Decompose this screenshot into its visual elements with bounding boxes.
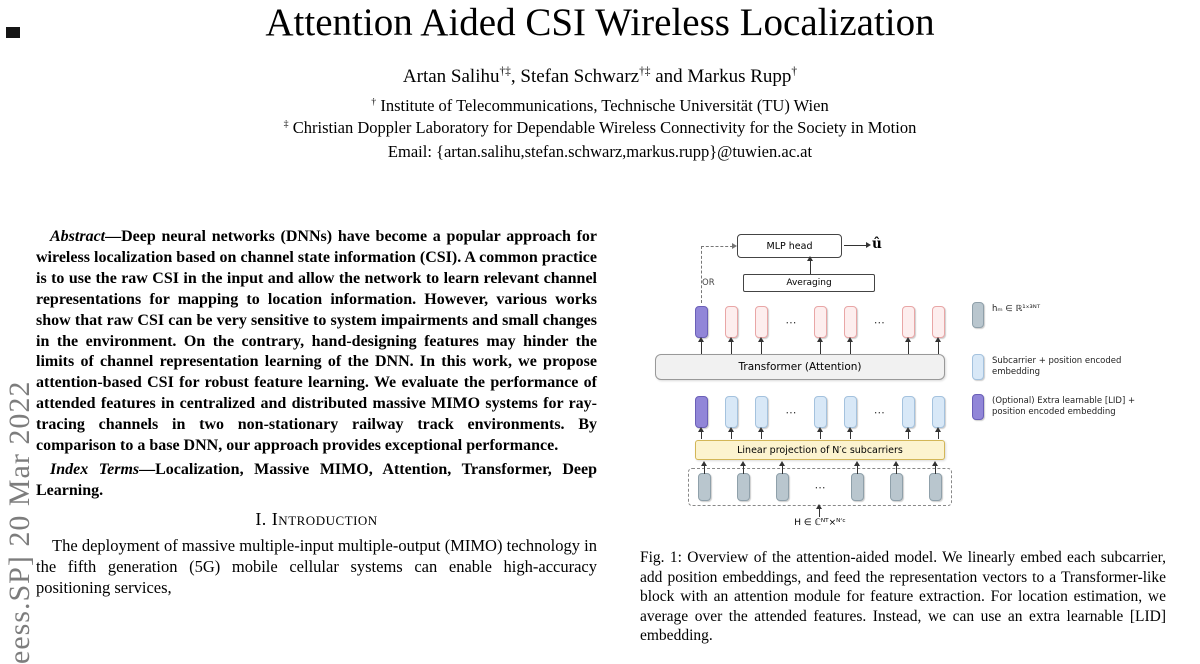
raw-token xyxy=(775,461,789,501)
email-line: Email: {artan.salihu,stefan.schwarz,mark… xyxy=(387,142,813,161)
out-token xyxy=(843,306,857,355)
averaging-box: Averaging xyxy=(743,274,875,292)
raw-token xyxy=(928,461,942,501)
author-affiliation-marker: ‡ xyxy=(283,118,289,130)
index-terms-lead: Index Terms xyxy=(50,460,140,478)
index-terms-text: —Localization, Massive MIMO, Attention, … xyxy=(36,460,598,499)
out-token xyxy=(725,306,739,355)
legend-label: Subcarrier + position encoded embedding xyxy=(992,356,1122,377)
u-hat-label: û xyxy=(872,236,882,252)
ellipsis: ⋯ xyxy=(785,315,797,329)
stamp-artifact xyxy=(6,27,20,38)
output-token-row: ⋯⋯ xyxy=(695,306,945,355)
introduction-paragraph: The deployment of massive multiple-input… xyxy=(36,535,597,597)
author-affiliation-marker: † xyxy=(791,65,798,78)
authors-line: Artan Salihu†‡, Stefan Schwarz†‡ and Mar… xyxy=(402,65,798,87)
section-heading-introduction: I. Introduction xyxy=(255,508,378,529)
emb-token xyxy=(725,396,739,439)
figure-caption: Fig. 1: Overview of the attention-aided … xyxy=(640,549,1166,645)
averaging-to-mlp-arrow xyxy=(807,256,813,274)
header-block: Artan Salihu†‡, Stefan Schwarz†‡ and Mar… xyxy=(0,66,1200,163)
ellipsis: ⋯ xyxy=(785,405,797,419)
lid-token xyxy=(695,396,708,439)
affiliation-line-1: † Institute of Telecommunications, Techn… xyxy=(371,96,829,115)
abstract-text: —Deep neural networks (DNNs) have become… xyxy=(36,228,597,455)
ellipsis: ⋯ xyxy=(873,315,885,329)
author-affiliation-marker: †‡ xyxy=(639,65,651,78)
mlp-head-box: MLP head xyxy=(737,234,842,258)
ellipsis: ⋯ xyxy=(814,480,826,494)
figure-diagram: MLP head û Averaging OR ⋯⋯ Transformer (… xyxy=(640,228,1160,540)
emb-token xyxy=(755,396,769,439)
raw-token xyxy=(736,461,750,501)
emb-token xyxy=(813,396,827,439)
emb-token xyxy=(901,396,915,439)
h-input-label: H ∈ ℂᴺᵀ×ᴺ′ᶜ xyxy=(794,518,846,528)
emb-token xyxy=(843,396,857,439)
legend-entry: hₘ ∈ ℝ¹ˣ³ᴺᵀ xyxy=(972,302,1137,328)
arxiv-stamp: eess.SP] 20 Mar 2022 xyxy=(3,380,36,664)
or-label: OR xyxy=(702,278,715,288)
abstract-lead: Abstract xyxy=(50,228,106,245)
right-column: MLP head û Averaging OR ⋯⋯ Transformer (… xyxy=(640,228,1166,661)
emb-token xyxy=(932,396,945,439)
out-token xyxy=(755,306,769,355)
lid-swatch xyxy=(972,394,984,420)
ellipsis: ⋯ xyxy=(873,405,885,419)
linear-projection-box: Linear projection of N′c subcarriers xyxy=(695,440,945,460)
out-token xyxy=(901,306,915,355)
lid-dashed-path-vertical xyxy=(701,246,702,303)
out-token xyxy=(813,306,827,355)
emb-swatch xyxy=(972,354,984,380)
page-title: Attention Aided CSI Wireless Localizatio… xyxy=(265,1,935,44)
raw-token xyxy=(698,461,711,501)
legend-entry: Subcarrier + position encoded embedding xyxy=(972,354,1137,380)
transformer-box: Transformer (Attention) xyxy=(655,354,945,380)
author-affiliation-marker: †‡ xyxy=(499,65,511,78)
input-token-row: ⋯⋯ xyxy=(695,396,945,439)
raw-token xyxy=(890,461,904,501)
lid-token xyxy=(695,306,708,355)
legend-entry: (Optional) Extra learnable [LID] + posit… xyxy=(972,394,1137,420)
h-input-arrow xyxy=(816,504,822,517)
legend-label: (Optional) Extra learnable [LID] + posit… xyxy=(992,396,1136,417)
index-terms-paragraph: Index Terms—Localization, Massive MIMO, … xyxy=(36,460,597,502)
out-token xyxy=(932,306,945,355)
lid-dashed-path-horizontal xyxy=(701,243,737,249)
raw-token-row: ⋯ xyxy=(698,461,942,501)
legend-label: hₘ ∈ ℝ¹ˣ³ᴺᵀ xyxy=(992,304,1041,314)
left-column: Abstract—Deep neural networks (DNNs) hav… xyxy=(36,227,597,598)
raw-swatch xyxy=(972,302,984,328)
mlp-to-uhat-arrow xyxy=(844,242,871,248)
affiliation-line-2: ‡ Christian Doppler Laboratory for Depen… xyxy=(283,118,917,137)
author-affiliation-marker: † xyxy=(371,96,377,108)
abstract-paragraph: Abstract—Deep neural networks (DNNs) hav… xyxy=(36,227,597,457)
raw-token xyxy=(851,461,865,501)
